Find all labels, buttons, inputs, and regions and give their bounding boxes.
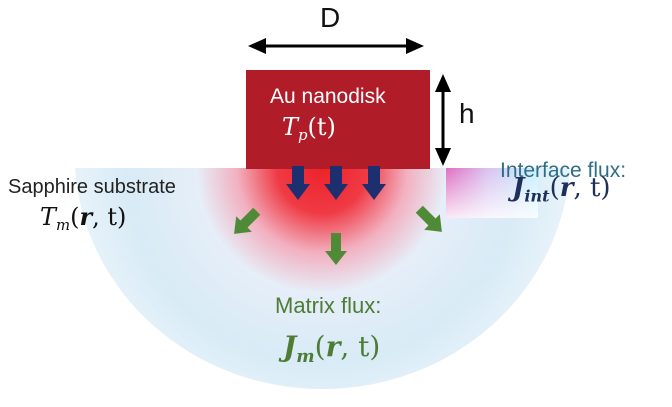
matrix-flux-expression: Jm(r, t) xyxy=(283,330,380,367)
matrix-flux-subscript: m xyxy=(296,347,315,368)
nanodisk-label: Au nanodisk xyxy=(270,85,386,108)
nanodisk-temperature: Tp(t) xyxy=(282,113,336,144)
substrate-temp-close: , t) xyxy=(92,203,127,231)
nanodisk-temp-subscript: p xyxy=(298,126,308,145)
substrate-temp-subscript: m xyxy=(56,216,71,235)
height-arrow xyxy=(435,74,451,166)
interface-flux-label: Interface flux: xyxy=(500,159,627,182)
diameter-label: D xyxy=(320,2,341,33)
matrix-arrow-right xyxy=(415,205,442,232)
matrix-flux-close: , t) xyxy=(340,330,381,363)
interface-arrow-left xyxy=(286,166,310,200)
substrate-temp-position: r xyxy=(79,202,93,231)
matrix-flux-symbol: J xyxy=(283,330,297,363)
diameter-arrow xyxy=(248,38,424,54)
height-label: h xyxy=(459,98,475,129)
matrix-arrow-left xyxy=(234,207,261,234)
interface-flux-position: r xyxy=(559,173,574,203)
interface-flux-expression: Jint(r, t) xyxy=(512,173,611,206)
au-nanodisk xyxy=(246,70,430,169)
interface-arrow-right xyxy=(362,166,386,200)
interface-flux-arrows xyxy=(286,166,386,200)
interface-flux-close: , t) xyxy=(573,173,611,203)
matrix-flux-open: ( xyxy=(314,330,326,363)
substrate-temp-open: ( xyxy=(70,203,80,231)
interface-arrow-center xyxy=(324,166,348,200)
interface-flux-open: ( xyxy=(549,173,560,203)
substrate-temperature: Tm(r, t) xyxy=(40,202,126,234)
matrix-flux-position: r xyxy=(325,330,341,363)
interface-flux-fade xyxy=(446,168,538,218)
substrate-label: Sapphire substrate xyxy=(8,176,176,198)
nanodisk-temp-symbol: T xyxy=(282,113,299,141)
substrate-region xyxy=(75,168,570,390)
interface-flux-symbol: J xyxy=(512,173,525,203)
substrate-temp-symbol: T xyxy=(40,203,57,231)
matrix-arrow-center xyxy=(325,233,347,265)
nanodisk-temp-args: (t) xyxy=(307,113,336,141)
matrix-flux-label: Matrix flux: xyxy=(275,293,382,318)
matrix-flux-arrows xyxy=(234,205,442,265)
interface-flux-subscript: int xyxy=(524,186,550,206)
